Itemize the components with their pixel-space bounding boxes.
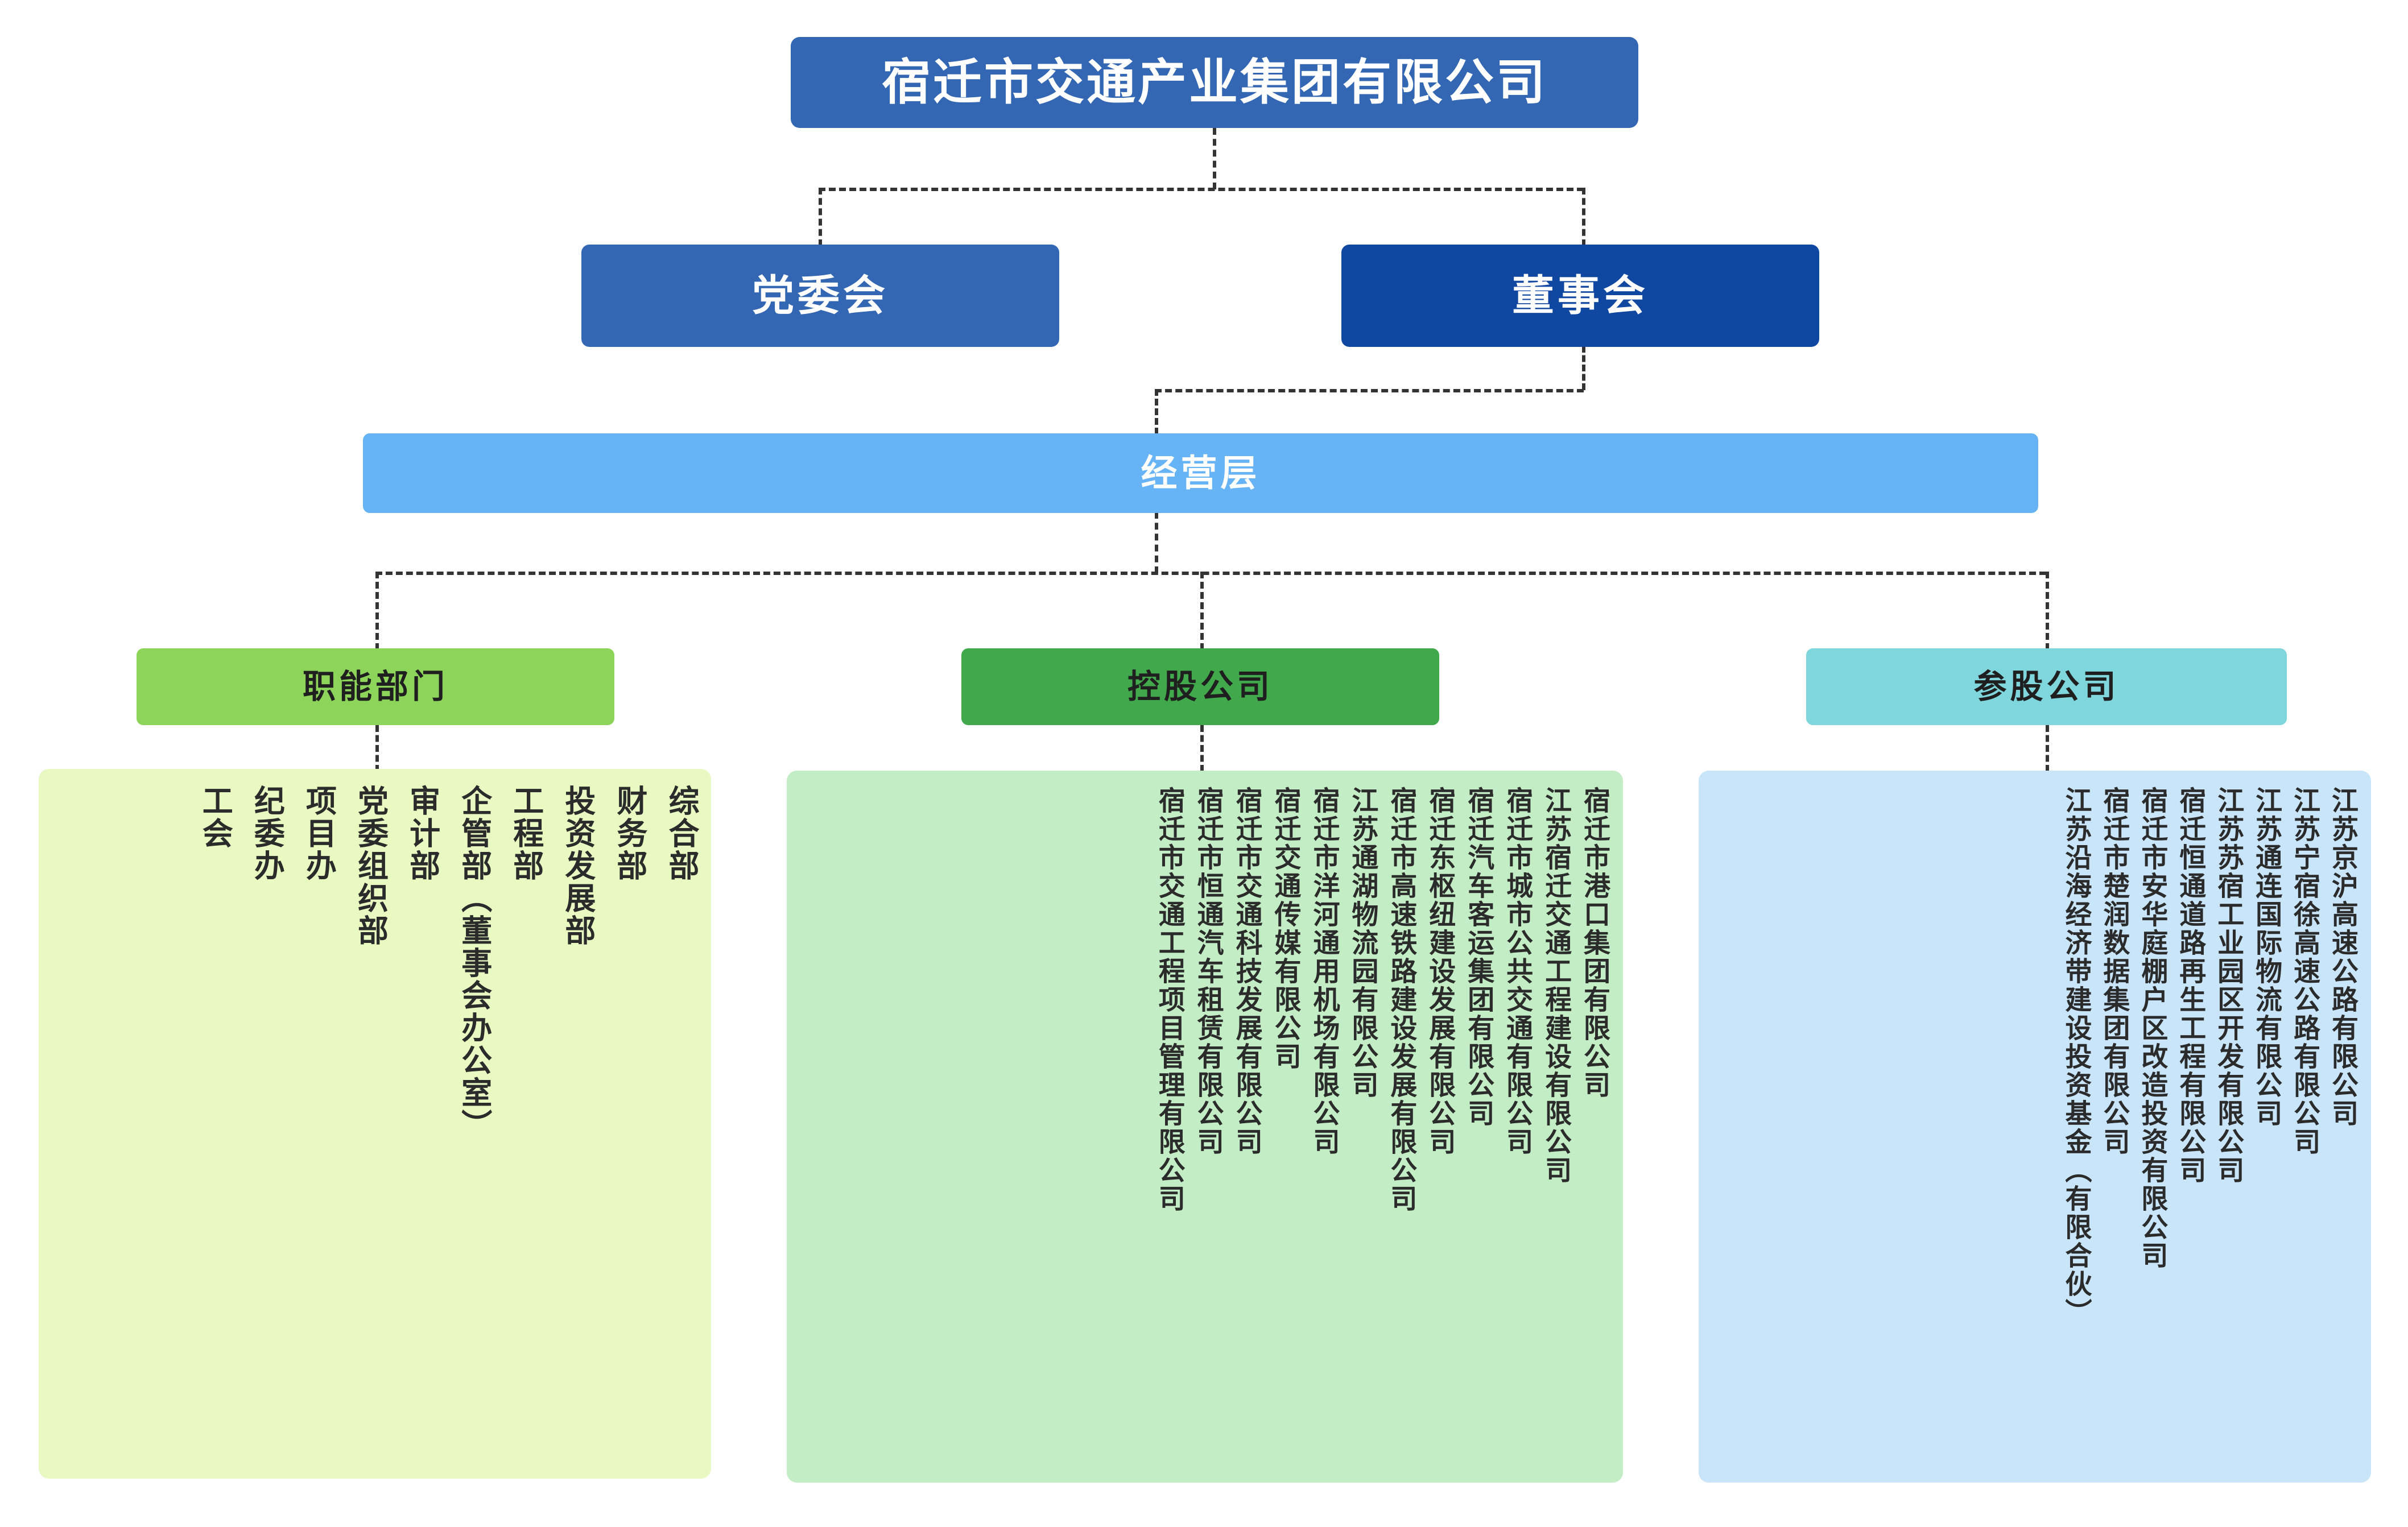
functional-department-item-0[interactable]: 综合部: [664, 785, 698, 882]
category-functional-departments[interactable]: 职能部门: [137, 648, 614, 725]
holding-company-item-3[interactable]: 宿迁汽车客运集团有限公司: [1464, 787, 1494, 1128]
shareholding-company-item-1[interactable]: 江苏宁宿徐高速公路有限公司: [2290, 787, 2320, 1156]
shareholding-company-item-3[interactable]: 江苏苏宿工业园区开发有限公司: [2213, 787, 2244, 1185]
holding-company-item-11[interactable]: 宿迁市交通工程项目管理有限公司: [1154, 787, 1185, 1213]
shareholding-companies-pool: 江苏京沪高速公路有限公司江苏宁宿徐高速公路有限公司江苏通连国际物流有限公司江苏苏…: [1699, 771, 2371, 1483]
category-functional-label: 职能部门: [302, 668, 448, 705]
shareholding-company-item-7[interactable]: 江苏沿海经济带建设投资基金（有限合伙）: [2061, 787, 2092, 1327]
functional-department-item-5[interactable]: 审计部: [404, 785, 439, 882]
connector-to-holding: [1200, 572, 1204, 650]
category-shareholding-companies[interactable]: 参股公司: [1806, 648, 2287, 725]
functional-department-item-1[interactable]: 财务部: [612, 785, 646, 882]
connector-holding-to-pool: [1200, 725, 1204, 772]
functional-department-item-8[interactable]: 纪委办: [249, 785, 284, 882]
management-layer-node[interactable]: 经营层: [363, 433, 2038, 513]
holding-company-item-7[interactable]: 宿迁市洋河通用机场有限公司: [1309, 787, 1340, 1156]
holding-company-item-2[interactable]: 宿迁市城市公共交通有限公司: [1502, 787, 1533, 1156]
category-holding-label: 控股公司: [1127, 668, 1273, 705]
holding-company-item-10[interactable]: 宿迁市恒通汽车租赁有限公司: [1193, 787, 1224, 1156]
holding-company-item-5[interactable]: 宿迁市高速铁路建设发展有限公司: [1386, 787, 1417, 1213]
connector-to-functional: [375, 572, 379, 650]
management-layer-label: 经营层: [1141, 452, 1261, 494]
category-holding-companies[interactable]: 控股公司: [961, 648, 1439, 725]
holding-company-item-0[interactable]: 宿迁市港口集团有限公司: [1580, 787, 1610, 1099]
functional-department-item-9[interactable]: 工会: [197, 785, 232, 850]
company-root-label: 宿迁市交通产业集团有限公司: [882, 55, 1547, 110]
connector-functional-to-pool: [375, 725, 379, 772]
functional-department-item-4[interactable]: 企管部（董事会办公室）: [456, 785, 491, 1141]
holding-company-item-8[interactable]: 宿迁交通传媒有限公司: [1270, 787, 1301, 1071]
connector-category-bus: [375, 572, 2046, 575]
connector-to-shareholding: [2046, 572, 2049, 650]
shareholding-company-item-2[interactable]: 江苏通连国际物流有限公司: [2252, 787, 2282, 1128]
holding-companies-pool: 宿迁市港口集团有限公司江苏宿迁交通工程建设有限公司宿迁市城市公共交通有限公司宿迁…: [787, 771, 1623, 1483]
connector-level2-bus: [819, 188, 1584, 191]
connector-mgmt-stem: [1155, 389, 1158, 434]
functional-department-item-3[interactable]: 工程部: [508, 785, 543, 882]
board-of-directors-label: 董事会: [1512, 272, 1649, 320]
functional-department-item-2[interactable]: 投资发展部: [560, 785, 594, 947]
functional-department-item-6[interactable]: 党委组织部: [353, 785, 387, 947]
connector-board-to-mgmt: [1155, 389, 1584, 392]
holding-company-item-9[interactable]: 宿迁市交通科技发展有限公司: [1232, 787, 1262, 1156]
connector-to-board: [1582, 188, 1585, 246]
functional-departments-pool: 综合部财务部投资发展部工程部企管部（董事会办公室） 审计部党委组织部项目办纪委办工…: [39, 769, 711, 1479]
holding-company-item-6[interactable]: 江苏通湖物流园有限公司: [1348, 787, 1378, 1099]
shareholding-company-item-5[interactable]: 宿迁市安华庭棚户区改造投资有限公司: [2137, 787, 2168, 1270]
party-committee-node[interactable]: 党委会: [581, 245, 1059, 347]
connector-shareholding-to-pool: [2046, 725, 2049, 772]
shareholding-company-item-0[interactable]: 江苏京沪高速公路有限公司: [2328, 787, 2358, 1128]
connector-mgmt-down: [1155, 512, 1158, 573]
board-of-directors-node[interactable]: 董事会: [1341, 245, 1819, 347]
category-shareholding-label: 参股公司: [1973, 668, 2120, 705]
functional-department-item-7[interactable]: 项目办: [301, 785, 336, 882]
holding-company-item-1[interactable]: 江苏宿迁交通工程建设有限公司: [1541, 787, 1572, 1185]
holding-company-item-4[interactable]: 宿迁东枢纽建设发展有限公司: [1425, 787, 1456, 1156]
connector-to-party: [819, 188, 822, 246]
company-root-node[interactable]: 宿迁市交通产业集团有限公司: [791, 37, 1638, 128]
party-committee-label: 党委会: [752, 272, 889, 320]
connector-root-stem: [1213, 128, 1216, 189]
connector-board-stem: [1582, 346, 1585, 390]
shareholding-company-item-6[interactable]: 宿迁市楚润数据集团有限公司: [2099, 787, 2130, 1156]
shareholding-company-item-4[interactable]: 宿迁恒通道路再生工程有限公司: [2175, 787, 2206, 1185]
